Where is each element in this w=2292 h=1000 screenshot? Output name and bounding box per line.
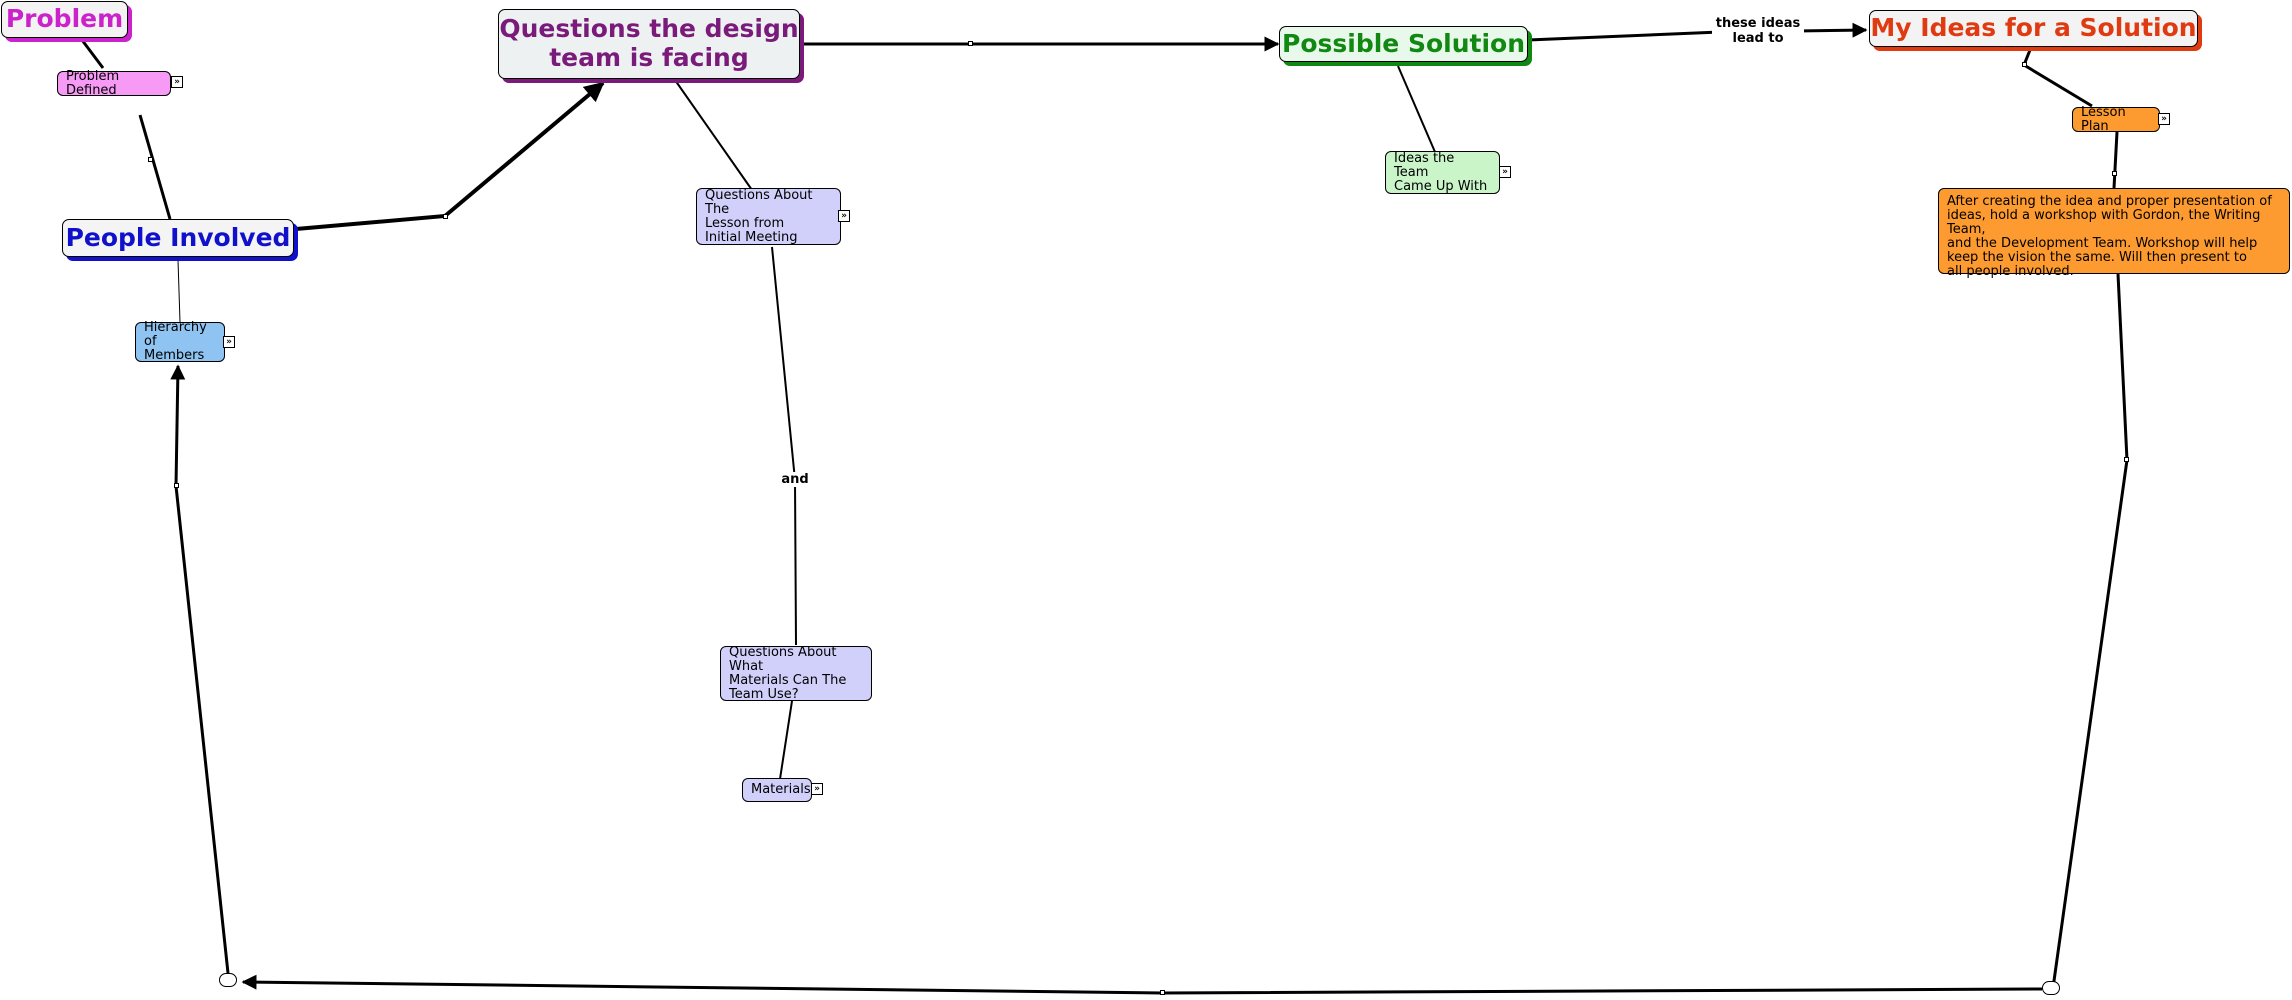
link-midpoint-marker: [968, 41, 973, 46]
concept-questions-team[interactable]: Questions the design team is facing: [498, 9, 800, 79]
concept-hierarchy-of-members[interactable]: Hierarchy of Members: [135, 321, 225, 363]
link-myideas-lesson: [2022, 49, 2093, 108]
link-workshop-loop-right: [2051, 273, 2129, 989]
link-defined-people: [138, 114, 172, 220]
link-midpoint-marker: [2112, 171, 2117, 176]
link-questions-lesson: [674, 79, 753, 191]
link-loop-left: [170, 364, 230, 974]
link-label-ideas-lead-to: these ideas lead to: [1712, 16, 1804, 46]
link-lesson-materials-q: [771, 246, 797, 646]
concept-workshop-plan[interactable]: After creating the idea and proper prese…: [1938, 188, 2290, 279]
link-loop-bottom: [241, 974, 2043, 995]
double-chevron-right-icon[interactable]: »: [811, 783, 823, 795]
double-chevron-right-icon[interactable]: »: [838, 210, 850, 222]
link-label-and: and: [778, 472, 812, 487]
double-chevron-right-icon[interactable]: »: [2158, 113, 2170, 125]
double-chevron-right-icon[interactable]: »: [223, 336, 235, 348]
loop-junction-node[interactable]: [219, 973, 237, 987]
double-chevron-right-icon[interactable]: »: [171, 76, 183, 88]
concept-lesson-plan[interactable]: Lesson Plan: [2072, 105, 2160, 133]
concept-problem-defined[interactable]: Problem Defined: [57, 69, 171, 97]
link-solution-myideas: [1527, 22, 1868, 42]
concept-ideas-team[interactable]: Ideas the Team Came Up With: [1385, 151, 1500, 194]
link-midpoint-marker: [148, 157, 153, 162]
concept-people-involved[interactable]: People Involved: [62, 219, 294, 257]
link-midpoint-marker: [1160, 990, 1165, 995]
concept-questions-lesson[interactable]: Questions About The Lesson from Initial …: [696, 188, 841, 245]
link-lesson-workshop: [2112, 131, 2119, 189]
concept-problem[interactable]: Problem: [1, 1, 128, 38]
concept-possible-solution[interactable]: Possible Solution: [1279, 26, 1528, 62]
link-midpoint-marker: [443, 214, 448, 219]
link-problem-defined: [80, 39, 105, 69]
link-materials-q-materials: [779, 700, 793, 780]
link-midpoint-marker: [174, 483, 179, 488]
link-midpoint-marker: [2022, 62, 2027, 67]
link-people-hierarchy: [177, 259, 181, 323]
double-chevron-right-icon[interactable]: »: [1499, 166, 1511, 178]
concept-my-ideas[interactable]: My Ideas for a Solution: [1869, 10, 2198, 47]
concept-materials[interactable]: Materials: [742, 778, 812, 802]
link-solution-ideas: [1397, 65, 1436, 153]
loop-junction-node[interactable]: [2042, 981, 2060, 995]
link-people-questions: [295, 81, 605, 231]
concept-questions-materials[interactable]: Questions About What Materials Can The T…: [720, 645, 872, 701]
link-midpoint-marker: [2124, 457, 2129, 462]
